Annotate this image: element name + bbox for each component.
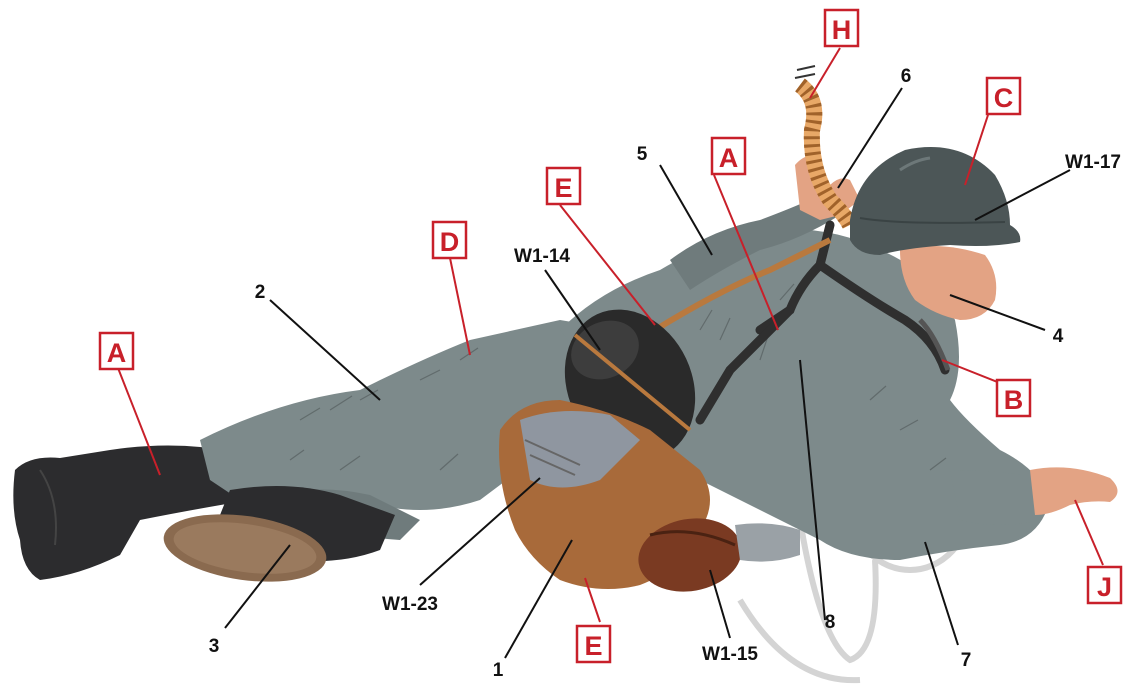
svg-text:A: A [107,338,127,368]
label-w1-15: W1-15 [702,644,758,665]
label-C: C [987,78,1020,114]
label-E-top: E [547,168,580,204]
label-D: D [433,222,466,258]
svg-text:J: J [1097,572,1112,602]
label-8: 8 [825,612,836,633]
svg-text:E: E [554,173,572,203]
label-H: H [825,10,858,46]
label-6: 6 [901,66,912,87]
label-B: B [997,380,1030,416]
label-w1-14: W1-14 [514,246,570,267]
label-4: 4 [1053,326,1064,347]
svg-text:H: H [832,15,852,45]
label-A-left: A [100,333,133,369]
label-5: 5 [637,144,648,165]
svg-text:B: B [1004,385,1024,415]
svg-text:E: E [584,631,602,661]
svg-text:C: C [994,83,1014,113]
label-2: 2 [255,282,266,303]
label-E-bottom: E [577,626,610,662]
label-J: J [1088,567,1121,603]
right-arm [950,467,1118,525]
label-3: 3 [209,636,220,657]
svg-text:A: A [719,143,739,173]
svg-text:D: D [440,227,460,257]
label-A-top: A [712,138,745,174]
label-1: 1 [493,660,504,681]
label-7: 7 [961,650,972,671]
label-w1-17: W1-17 [1065,152,1121,173]
label-w1-23: W1-23 [382,594,438,615]
